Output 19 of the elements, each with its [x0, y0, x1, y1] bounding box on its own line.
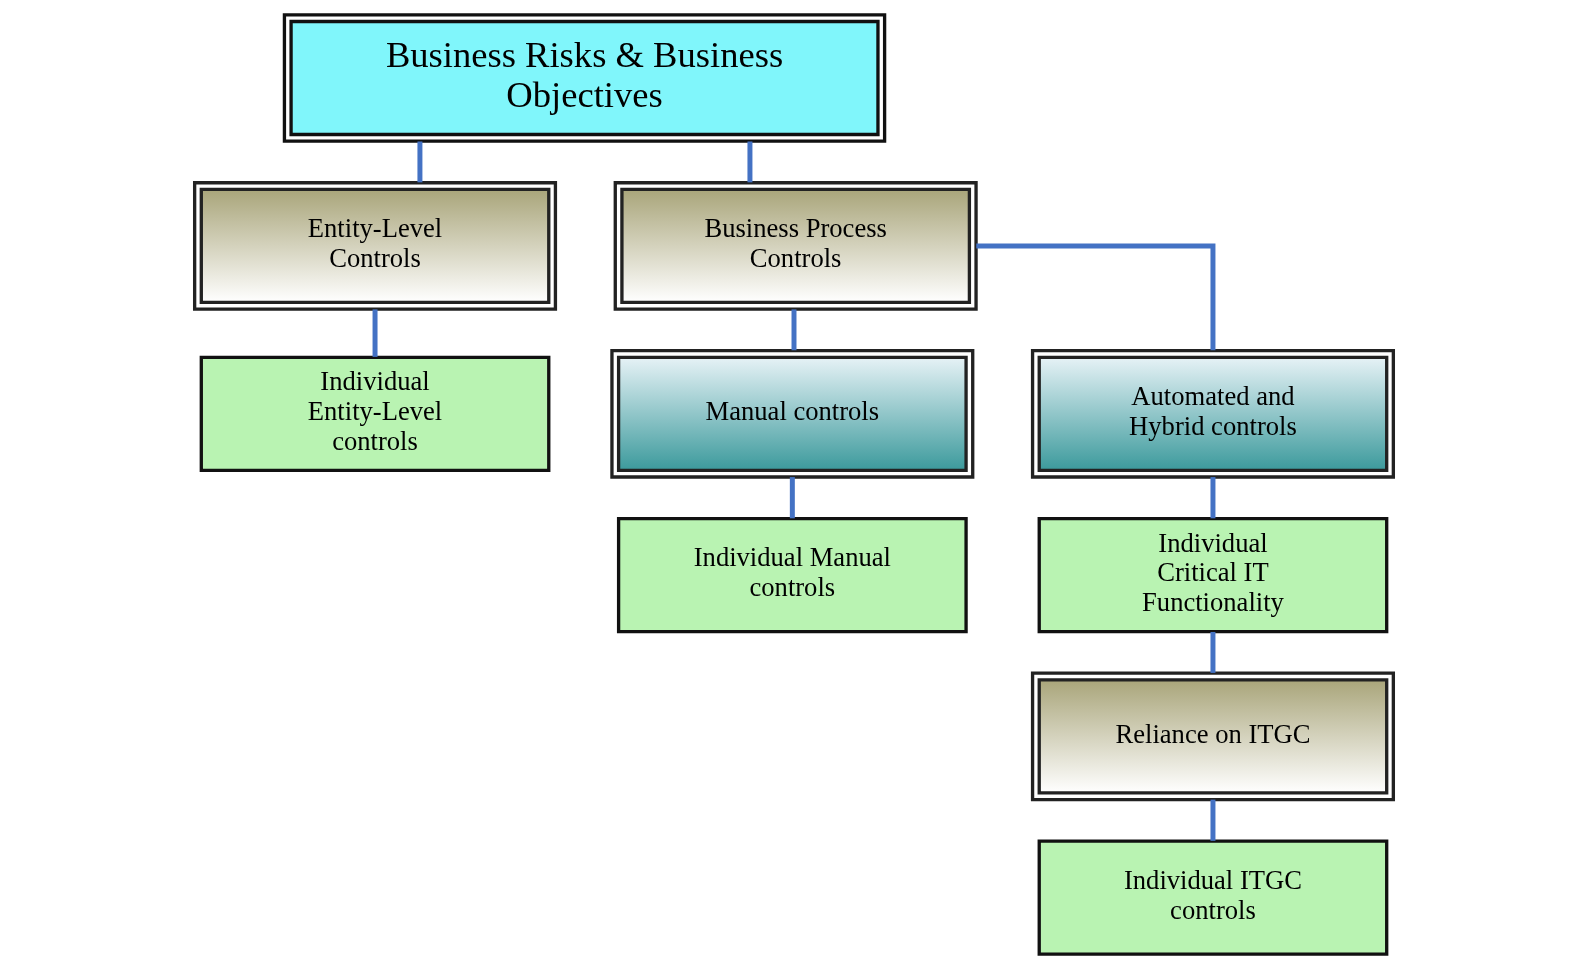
node-box: Individual Manual controls: [616, 516, 968, 634]
node-box: Business Risks & Business Objectives: [282, 13, 886, 143]
node-box: Automated and Hybrid controls: [1030, 349, 1395, 479]
node-box: Manual controls: [609, 349, 974, 479]
node-box: Individual ITGC controls: [1037, 839, 1388, 956]
connector: [789, 477, 795, 519]
connector: [1209, 477, 1215, 519]
connector: [975, 243, 1215, 351]
connector: [1209, 799, 1215, 841]
node-box: Individual Critical IT Functionality: [1037, 516, 1388, 634]
node-box: Business Process Controls: [613, 181, 978, 311]
connector: [416, 141, 422, 183]
connector: [791, 309, 796, 351]
connector: [372, 309, 378, 357]
connector: [746, 141, 752, 183]
connector: [1209, 631, 1215, 673]
node-box: Entity-Level Controls: [192, 181, 557, 311]
node-box: Reliance on ITGC: [1030, 671, 1395, 802]
node-box: Individual Entity-Level controls: [199, 355, 550, 473]
